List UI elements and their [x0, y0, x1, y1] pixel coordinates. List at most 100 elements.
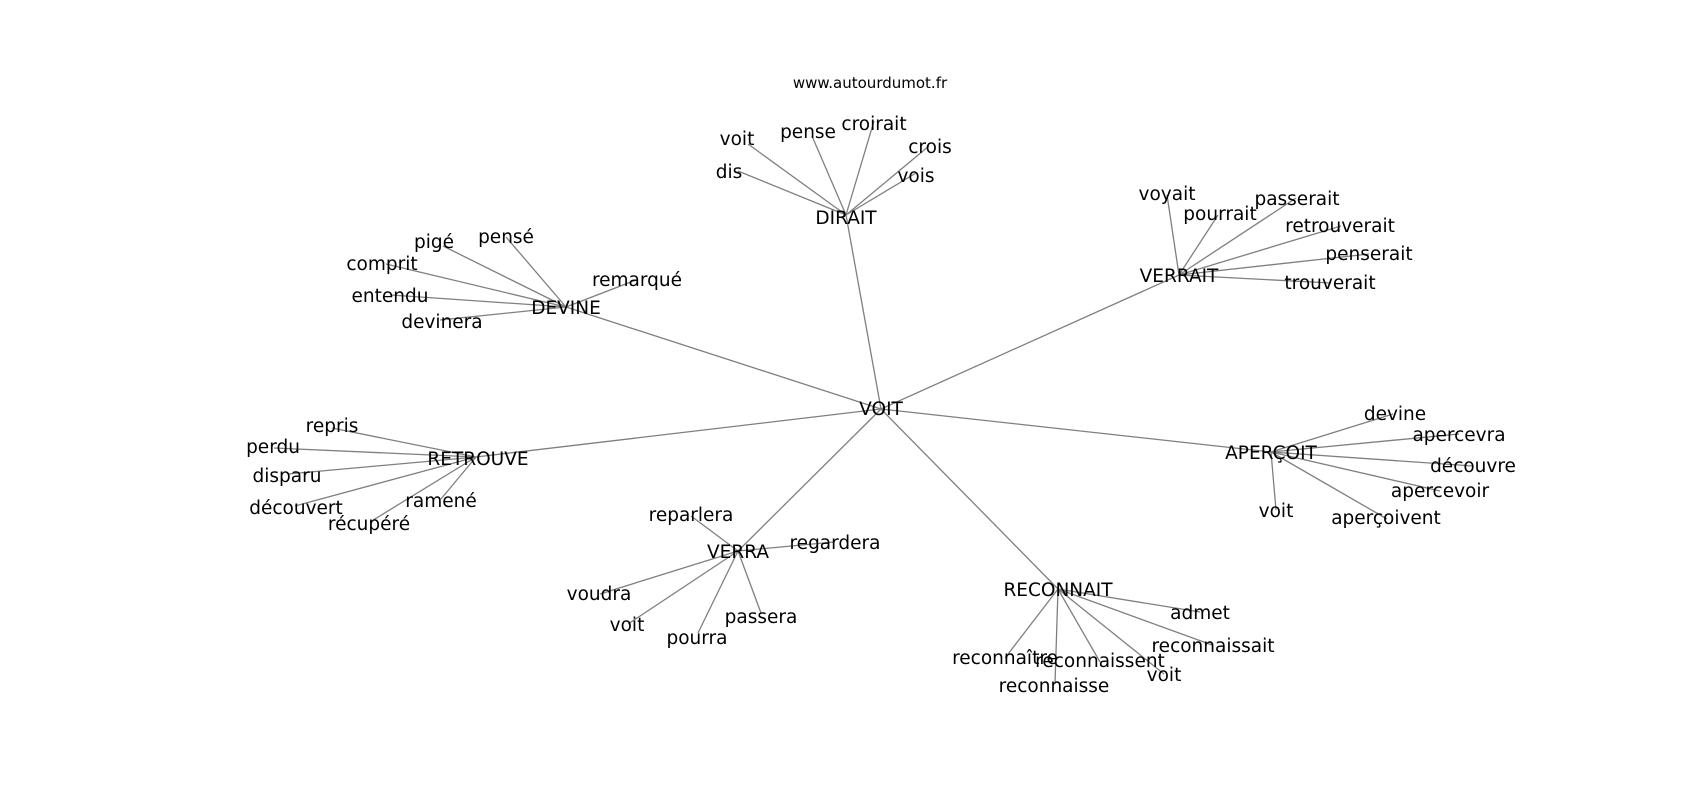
leaf-node-verrait-retrouverait: retrouverait: [1285, 216, 1395, 237]
edge-dirait-to-dis: [737, 170, 847, 216]
edge-retrouve-to-repris: [331, 427, 477, 458]
leaf-node-reconnait-reconnaissait: reconnaissait: [1151, 636, 1274, 657]
leaf-node-verra-pourra: pourra: [666, 628, 727, 649]
edge-apercoit-to-apercevra: [1270, 433, 1460, 453]
edge-verra-to-passera: [737, 550, 762, 614]
edge-reconnait-to-admet: [1057, 588, 1201, 613]
leaf-node-reconnait-reconnaitre: reconnaître: [952, 648, 1058, 669]
leaf-node-apercoit-devine: devine: [1364, 404, 1426, 425]
root-node: VOIT: [859, 399, 903, 420]
leaf-node-dirait-crois: crois: [908, 137, 951, 158]
edge-root-to-apercoit: [880, 408, 1272, 453]
leaf-node-verrait-penserait: penserait: [1325, 244, 1412, 265]
edge-apercoit-to-apercevoir: [1270, 451, 1441, 492]
edge-dirait-to-crois: [845, 145, 930, 216]
leaf-node-retrouve-repris: repris: [306, 416, 359, 437]
leaf-node-verrait-voyait: voyait: [1139, 184, 1196, 205]
edge-devine-to-devinera: [439, 306, 567, 321]
edge-retrouve-to-perdu: [273, 447, 477, 458]
edge-apercoit-to-decouvre: [1270, 451, 1474, 467]
leaf-node-retrouve-recupere: récupéré: [328, 514, 410, 535]
hub-node-devine: DEVINE: [531, 298, 601, 319]
edge-devine-to-entendu: [390, 294, 567, 308]
leaf-node-devine-pense: pensé: [478, 227, 534, 248]
edge-reconnait-to-reconnaissent: [1057, 588, 1101, 663]
leaf-node-apercoit-voit: voit: [1259, 501, 1294, 522]
edge-reconnait-to-voit: [1057, 588, 1165, 675]
leaf-node-dirait-voit: voit: [720, 129, 755, 150]
edge-dirait-to-pense: [811, 135, 847, 216]
edge-retrouve-to-recupere: [369, 456, 477, 523]
edge-devine-to-pense: [505, 236, 567, 308]
leaf-node-retrouve-ramene: ramené: [405, 491, 476, 512]
leaf-node-dirait-pense: pense: [780, 122, 836, 143]
edge-root-to-devine: [565, 306, 882, 410]
leaf-node-apercoit-apercoivent: aperçoivent: [1331, 508, 1441, 529]
hub-node-apercoit: APERÇOIT: [1225, 443, 1317, 464]
leaf-node-reconnait-reconnaisse: reconnaisse: [999, 676, 1110, 697]
edge-devine-to-remarque: [565, 279, 637, 308]
edge-retrouve-to-ramene: [440, 456, 477, 500]
leaf-node-devine-entendu: entendu: [352, 286, 429, 307]
hub-node-retrouve: RETROUVE: [427, 449, 528, 470]
leaf-node-verra-reparlera: reparlera: [649, 505, 734, 526]
leaf-node-verrait-passerait: passerait: [1254, 189, 1339, 210]
edge-verra-to-reparlera: [690, 515, 739, 552]
edge-verra-to-regardera: [737, 541, 835, 552]
edge-apercoit-to-apercoivent: [1270, 451, 1388, 520]
leaf-node-verra-regardera: regardera: [789, 533, 880, 554]
leaf-node-devine-pige: pigé: [414, 232, 454, 253]
edge-dirait-to-voit: [747, 143, 847, 216]
edge-dirait-to-croirait: [845, 120, 875, 216]
edge-retrouve-to-decouvert: [294, 456, 477, 507]
edge-verra-to-pourra: [697, 550, 739, 634]
edge-devine-to-pige: [442, 245, 567, 308]
leaf-node-retrouve-perdu: perdu: [246, 437, 300, 458]
edge-verrait-to-pourrait: [1178, 214, 1219, 276]
edge-verra-to-voudra: [599, 550, 739, 595]
hub-node-verra: VERRA: [707, 542, 769, 563]
leaf-node-dirait-croirait: croirait: [841, 114, 906, 135]
edge-verrait-to-passerait: [1178, 197, 1297, 276]
edge-retrouve-to-disparu: [287, 456, 477, 475]
leaf-node-retrouve-disparu: disparu: [253, 466, 322, 487]
hub-node-verrait: VERRAIT: [1140, 266, 1219, 287]
leaf-node-reconnait-admet: admet: [1170, 603, 1230, 624]
leaf-node-retrouve-decouvert: découvert: [249, 498, 343, 519]
edge-devine-to-comprit: [385, 263, 567, 308]
edge-verrait-to-retrouverait: [1178, 225, 1342, 276]
leaf-node-verra-passera: passera: [725, 607, 798, 628]
leaf-node-reconnait-reconnaissent: reconnaissent: [1035, 651, 1165, 672]
leaf-node-verrait-pourrait: pourrait: [1183, 204, 1256, 225]
site-watermark: www.autourdumot.fr: [793, 74, 948, 92]
edge-reconnait-to-reconnaissait: [1057, 588, 1213, 646]
edge-root-to-verrait: [880, 274, 1180, 410]
edge-reconnait-to-reconnaisse: [1054, 588, 1059, 685]
edge-dirait-to-vois: [845, 172, 917, 216]
edge-root-to-retrouve: [475, 408, 882, 458]
leaf-node-devine-remarque: remarqué: [592, 270, 682, 291]
leaf-node-reconnait-voit: voit: [1147, 665, 1182, 686]
leaf-node-verra-voudra: voudra: [567, 584, 632, 605]
leaf-node-dirait-dis: dis: [716, 162, 743, 183]
leaf-node-apercoit-apercevra: apercevra: [1412, 425, 1505, 446]
leaf-node-apercoit-decouvre: découvre: [1430, 456, 1516, 477]
leaf-node-devine-comprit: comprit: [346, 254, 417, 275]
edge-apercoit-to-devine: [1270, 413, 1394, 453]
edge-apercoit-to-voit: [1270, 451, 1277, 511]
graph-edges: [273, 120, 1474, 685]
edge-root-to-dirait: [845, 214, 882, 410]
edge-verrait-to-penserait: [1178, 253, 1370, 276]
leaf-node-verra-voit: voit: [610, 615, 645, 636]
leaf-node-dirait-vois: vois: [897, 166, 934, 187]
hub-node-reconnait: RECONNAIT: [1003, 580, 1113, 601]
edge-verrait-to-voyait: [1166, 194, 1180, 276]
edge-verra-to-voit: [627, 550, 739, 625]
hub-node-dirait: DIRAIT: [815, 208, 877, 229]
edge-reconnait-to-reconnaitre: [1004, 588, 1059, 659]
edge-root-to-reconnait: [880, 408, 1059, 590]
leaf-node-apercoit-apercevoir: apercevoir: [1391, 481, 1490, 502]
leaf-node-devine-devinera: devinera: [401, 312, 482, 333]
